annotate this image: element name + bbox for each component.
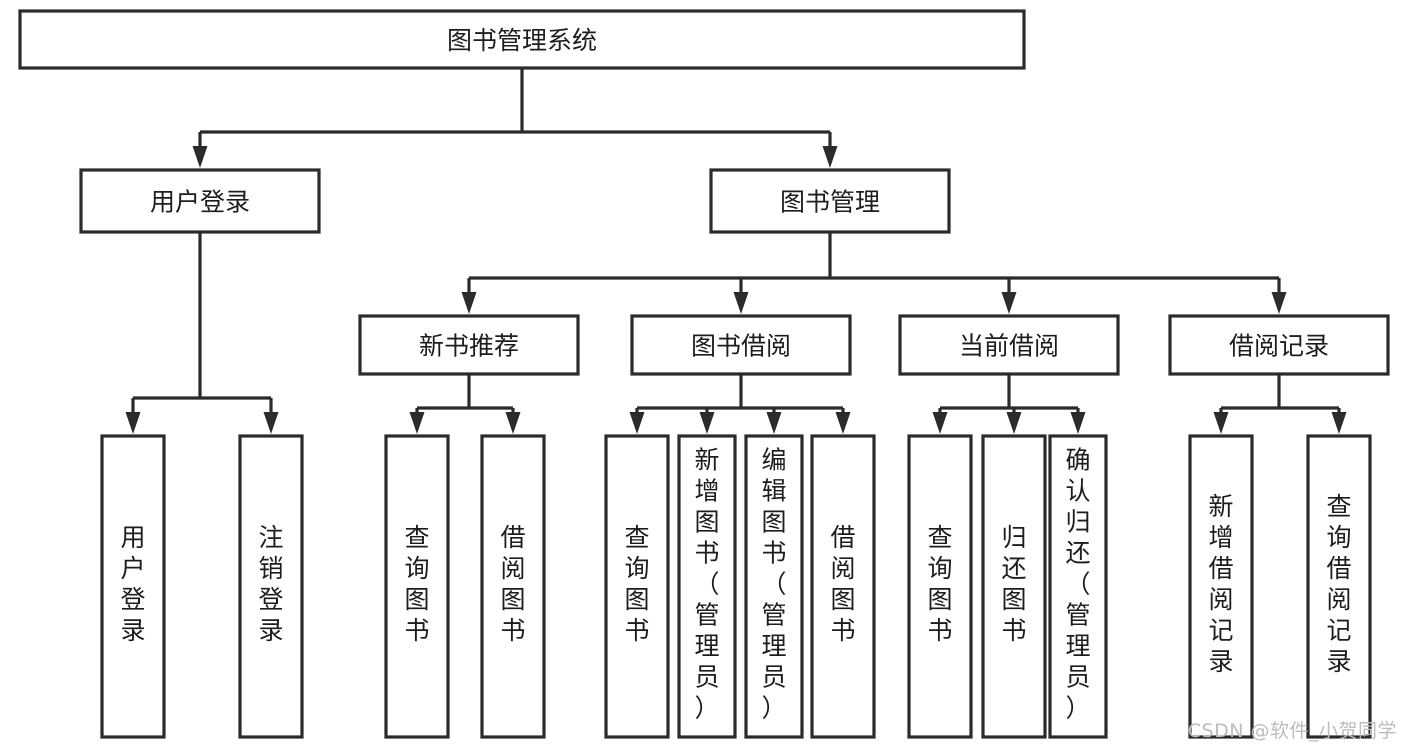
node-box-leaf-borrow-book-2 — [810, 434, 876, 739]
node-label-leaf-confirm-return: 确认归还（管理员） — [1065, 446, 1090, 723]
node-box-new-book-recommend — [358, 314, 580, 376]
node-box-leaf-borrow-book-1 — [480, 434, 546, 739]
nodes-layer: 图书管理系统用户登录图书管理新书推荐图书借阅当前借阅借阅记录用户登录注销登录查询… — [18, 9, 1390, 739]
node-box-user-login — [79, 168, 321, 234]
node-label-leaf-query-book-3: 查询图书 — [927, 523, 952, 645]
node-borrow-records[interactable]: 借阅记录 — [1168, 314, 1390, 376]
node-leaf-borrow-book-2[interactable]: 借阅图书 — [810, 434, 876, 739]
arrow-head-leaf-edit-book — [766, 412, 782, 434]
node-box-book-manage — [709, 168, 951, 234]
node-leaf-borrow-book-1[interactable]: 借阅图书 — [480, 434, 546, 739]
node-label-new-book-recommend: 新书推荐 — [419, 332, 519, 361]
arrow-head-book-manage — [822, 146, 838, 168]
node-box-current-borrow — [898, 314, 1120, 376]
node-box-leaf-confirm-return — [1048, 434, 1108, 739]
arrow-head-leaf-query-record — [1331, 412, 1347, 434]
node-user-login[interactable]: 用户登录 — [79, 168, 321, 234]
node-leaf-add-record[interactable]: 新增借阅记录 — [1188, 434, 1254, 739]
arrow-head-leaf-add-book — [699, 412, 715, 434]
node-leaf-query-record[interactable]: 查询借阅记录 — [1306, 434, 1372, 739]
node-leaf-user-logout[interactable]: 注销登录 — [238, 434, 304, 739]
node-label-leaf-user-logout: 注销登录 — [258, 523, 283, 645]
node-box-leaf-return-book — [981, 434, 1047, 739]
node-box-leaf-user-login — [100, 434, 166, 739]
node-label-user-login: 用户登录 — [150, 188, 250, 217]
node-box-leaf-query-book-2 — [604, 434, 670, 739]
node-box-borrow-records — [1168, 314, 1390, 376]
node-label-leaf-user-login: 用户登录 — [120, 523, 145, 645]
node-book-borrow[interactable]: 图书借阅 — [630, 314, 852, 376]
arrow-head-leaf-user-login — [125, 412, 141, 434]
node-current-borrow[interactable]: 当前借阅 — [898, 314, 1120, 376]
node-new-book-recommend[interactable]: 新书推荐 — [358, 314, 580, 376]
node-label-leaf-borrow-book-2: 借阅图书 — [830, 523, 855, 645]
arrow-head-leaf-query-book-2 — [629, 412, 645, 434]
arrow-head-leaf-user-logout — [263, 412, 279, 434]
arrow-head-new-book-recommend — [461, 292, 477, 314]
node-box-leaf-query-book-1 — [384, 434, 450, 739]
arrow-head-leaf-borrow-book-2 — [835, 412, 851, 434]
node-label-book-borrow: 图书借阅 — [691, 332, 791, 361]
arrow-head-leaf-add-record — [1213, 412, 1229, 434]
arrow-head-leaf-confirm-return — [1070, 412, 1086, 434]
node-box-root — [18, 9, 1026, 70]
arrow-head-leaf-return-book — [1006, 412, 1022, 434]
node-leaf-edit-book[interactable]: 编辑图书（管理员） — [744, 434, 804, 739]
node-label-leaf-query-record: 查询借阅记录 — [1326, 492, 1351, 676]
arrow-head-borrow-records — [1271, 292, 1287, 314]
node-label-leaf-query-book-2: 查询图书 — [624, 523, 649, 645]
node-root[interactable]: 图书管理系统 — [18, 9, 1026, 70]
node-label-leaf-add-record: 新增借阅记录 — [1208, 492, 1233, 676]
arrow-head-leaf-query-book-3 — [932, 412, 948, 434]
node-label-leaf-edit-book: 编辑图书（管理员） — [761, 446, 786, 723]
node-box-leaf-add-record — [1188, 434, 1254, 739]
arrow-head-current-borrow — [1001, 292, 1017, 314]
node-label-leaf-add-book: 新增图书（管理员） — [694, 446, 719, 723]
node-label-book-manage: 图书管理 — [780, 188, 880, 217]
node-label-leaf-borrow-book-1: 借阅图书 — [500, 523, 525, 645]
edges-layer — [125, 68, 1347, 434]
node-leaf-add-book[interactable]: 新增图书（管理员） — [677, 434, 737, 739]
node-label-root: 图书管理系统 — [447, 26, 597, 55]
node-label-current-borrow: 当前借阅 — [959, 332, 1059, 361]
node-leaf-query-book-3[interactable]: 查询图书 — [907, 434, 973, 739]
node-book-manage[interactable]: 图书管理 — [709, 168, 951, 234]
arrow-head-user-login — [192, 146, 208, 168]
node-leaf-user-login[interactable]: 用户登录 — [100, 434, 166, 739]
node-box-leaf-user-logout — [238, 434, 304, 739]
node-box-leaf-add-book — [677, 434, 737, 739]
node-leaf-return-book[interactable]: 归还图书 — [981, 434, 1047, 739]
node-label-borrow-records: 借阅记录 — [1229, 332, 1329, 361]
node-label-leaf-query-book-1: 查询图书 — [404, 523, 429, 645]
node-leaf-query-book-2[interactable]: 查询图书 — [604, 434, 670, 739]
arrow-head-leaf-query-book-1 — [409, 412, 425, 434]
node-box-leaf-query-book-3 — [907, 434, 973, 739]
node-box-leaf-edit-book — [744, 434, 804, 739]
arrow-head-book-borrow — [733, 292, 749, 314]
node-leaf-confirm-return[interactable]: 确认归还（管理员） — [1048, 434, 1108, 739]
arrow-head-leaf-borrow-book-1 — [505, 412, 521, 434]
node-leaf-query-book-1[interactable]: 查询图书 — [384, 434, 450, 739]
node-box-book-borrow — [630, 314, 852, 376]
node-box-leaf-query-record — [1306, 434, 1372, 739]
node-label-leaf-return-book: 归还图书 — [1001, 523, 1026, 645]
